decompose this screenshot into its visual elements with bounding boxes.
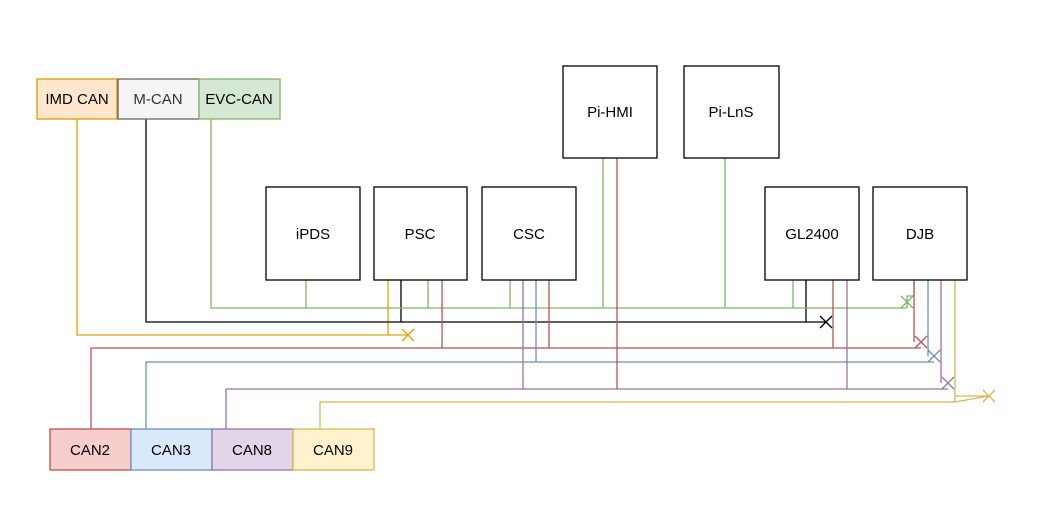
evc-can-bus: [210, 119, 915, 309]
m-can-bus: [145, 119, 833, 329]
bus-label-imd-can-box: [36, 78, 118, 120]
bus-label-can9: CAN9: [292, 428, 375, 471]
imd-can-terminator-icon: [401, 328, 415, 342]
can2-bus: [90, 280, 928, 429]
can2-terminator-icon: [914, 335, 928, 349]
can2-trunk: [90, 347, 921, 429]
imd-can-trunk: [76, 119, 408, 336]
evc-can-terminator-icon: [900, 295, 914, 309]
bus-label-can3-text: CAN3: [151, 442, 191, 459]
bus-label-can3-box: [130, 428, 213, 471]
node-pi-hmi-label: Pi-HMI: [587, 104, 633, 121]
node-pi-lns: Pi-LnS: [683, 65, 780, 159]
node-psc-label: PSC: [405, 226, 436, 243]
can9-terminator-icon: [982, 389, 996, 403]
bus-label-imd-can: IMD CAN: [36, 78, 118, 120]
node-pi-lns-box: [683, 65, 780, 159]
can3-terminator-icon: [927, 349, 941, 363]
node-djb-box: [872, 186, 968, 281]
bus-label-m-can-text: M-CAN: [133, 91, 182, 108]
node-csc-label: CSC: [513, 226, 545, 243]
bus-label-can9-text: CAN9: [313, 442, 353, 459]
can8-trunk: [225, 388, 948, 429]
m-can-trunk: [145, 119, 826, 323]
node-gl2400-label: GL2400: [785, 226, 838, 243]
node-csc: CSC: [481, 186, 577, 281]
bus-label-can8-text: CAN8: [232, 442, 272, 459]
can8-terminator-icon: [941, 376, 955, 390]
node-ipds: iPDS: [265, 186, 361, 281]
m-can-terminator-icon: [819, 315, 833, 329]
node-ipds-label: iPDS: [296, 226, 330, 243]
can9-bus: [319, 280, 996, 429]
node-djb: DJB: [872, 186, 968, 281]
can8-bus: [225, 280, 955, 429]
bus-label-can2-text: CAN2: [70, 442, 110, 459]
can3-trunk: [145, 361, 934, 429]
node-gl2400: GL2400: [764, 186, 860, 281]
can3-bus: [145, 280, 941, 429]
node-ipds-box: [265, 186, 361, 281]
node-pi-lns-label: Pi-LnS: [708, 104, 753, 121]
bus-label-can8: CAN8: [211, 428, 294, 471]
bus-label-m-can: M-CAN: [117, 78, 200, 120]
bus-label-imd-can-text: IMD CAN: [45, 91, 108, 108]
bus-label-can2-box: [49, 428, 132, 471]
bus-label-m-can-box: [117, 78, 200, 120]
node-psc-box: [373, 186, 468, 281]
imd-can-bus: [76, 119, 415, 342]
node-psc: PSC: [373, 186, 468, 281]
bus-label-evc-can-text: EVC-CAN: [205, 91, 273, 108]
evc-can-trunk: [210, 119, 907, 309]
node-pi-hmi: Pi-HMI: [562, 65, 658, 159]
bus-label-can9-box: [292, 428, 375, 471]
node-gl2400-box: [764, 186, 860, 281]
can9-trunk: [319, 395, 990, 429]
bus-label-can2: CAN2: [49, 428, 132, 471]
bus-label-evc-can: EVC-CAN: [198, 78, 281, 120]
node-djb-label: DJB: [906, 226, 934, 243]
bus-label-evc-can-box: [198, 78, 281, 120]
node-pi-hmi-box: [562, 65, 658, 159]
node-csc-box: [481, 186, 577, 281]
bus-label-can3: CAN3: [130, 428, 213, 471]
